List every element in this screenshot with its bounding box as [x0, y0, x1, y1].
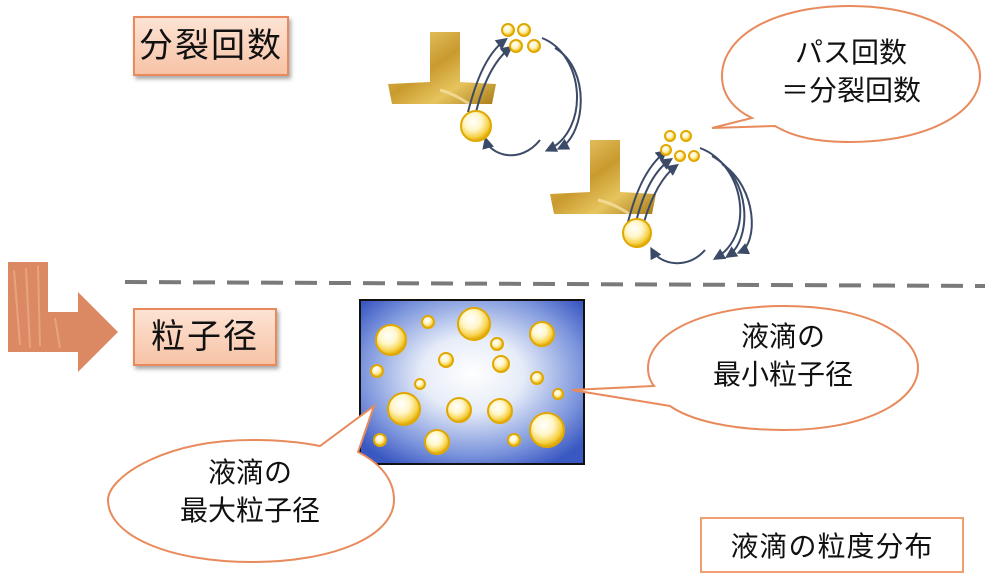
droplets-top-2: [622, 130, 700, 248]
droplet: [507, 433, 521, 447]
callout-line: 液滴の: [740, 320, 825, 353]
droplet: [446, 397, 472, 423]
callout-line: ＝分裂回数: [780, 74, 921, 107]
droplet: [492, 355, 510, 373]
callout-line: 最大粒子径: [179, 494, 320, 527]
droplet: [414, 378, 426, 390]
max-droplet: [387, 392, 421, 426]
droplet: [490, 337, 504, 351]
droplet: [457, 307, 491, 341]
split-count-label: 分裂回数: [133, 16, 289, 76]
pass-cycle-arrows: [467, 37, 582, 157]
droplet: [370, 364, 384, 378]
large-droplet: [460, 110, 492, 142]
callout-max-size-text: 液滴の 最大粒子径: [130, 454, 370, 530]
small-droplet: [674, 150, 686, 162]
small-droplet: [517, 23, 531, 37]
callout-line: 最小粒子径: [712, 358, 853, 391]
droplet: [421, 315, 435, 329]
particle-size-text: 粒子径: [151, 317, 259, 357]
droplet-distribution-label: 液滴の粒度分布: [700, 517, 964, 573]
small-droplet: [660, 144, 672, 156]
bent-down-right-arrow-icon: [8, 262, 118, 372]
callout-line: 液滴の: [207, 456, 292, 489]
droplet: [529, 412, 565, 448]
callout-pass-count: [711, 4, 982, 144]
droplet: [373, 433, 387, 447]
droplet: [375, 324, 407, 356]
callout-min-size-text: 液滴の 最小粒子径: [672, 318, 894, 394]
droplets-top-1: [460, 23, 541, 142]
droplet: [438, 352, 454, 368]
droplet-distribution-text: 液滴の粒度分布: [730, 530, 934, 563]
droplet: [530, 371, 544, 385]
particle-size-label: 粒子径: [133, 308, 277, 366]
droplet: [424, 429, 450, 455]
droplet: [529, 321, 555, 347]
callout-line: パス回数: [794, 36, 907, 69]
min-droplet: [552, 388, 564, 400]
callout-max-size: [106, 403, 396, 564]
split-count-text: 分裂回数: [139, 26, 283, 66]
small-droplet: [680, 130, 692, 142]
pass-cycle-arrows: [627, 147, 753, 265]
small-droplet: [501, 23, 515, 37]
small-droplet: [509, 39, 523, 53]
droplet: [487, 398, 513, 424]
callout-pass-count-text: パス回数 ＝分裂回数: [746, 34, 956, 110]
droplet-distribution-box: [359, 299, 585, 465]
small-droplet: [527, 39, 541, 53]
section-divider: [124, 280, 986, 288]
small-droplet: [664, 130, 676, 142]
homogenizer-valve-icon: [550, 140, 656, 216]
callout-min-size: [571, 304, 920, 432]
homogenizer-valve-icon: [388, 32, 496, 106]
small-droplet: [688, 150, 700, 162]
large-droplet: [622, 218, 652, 248]
